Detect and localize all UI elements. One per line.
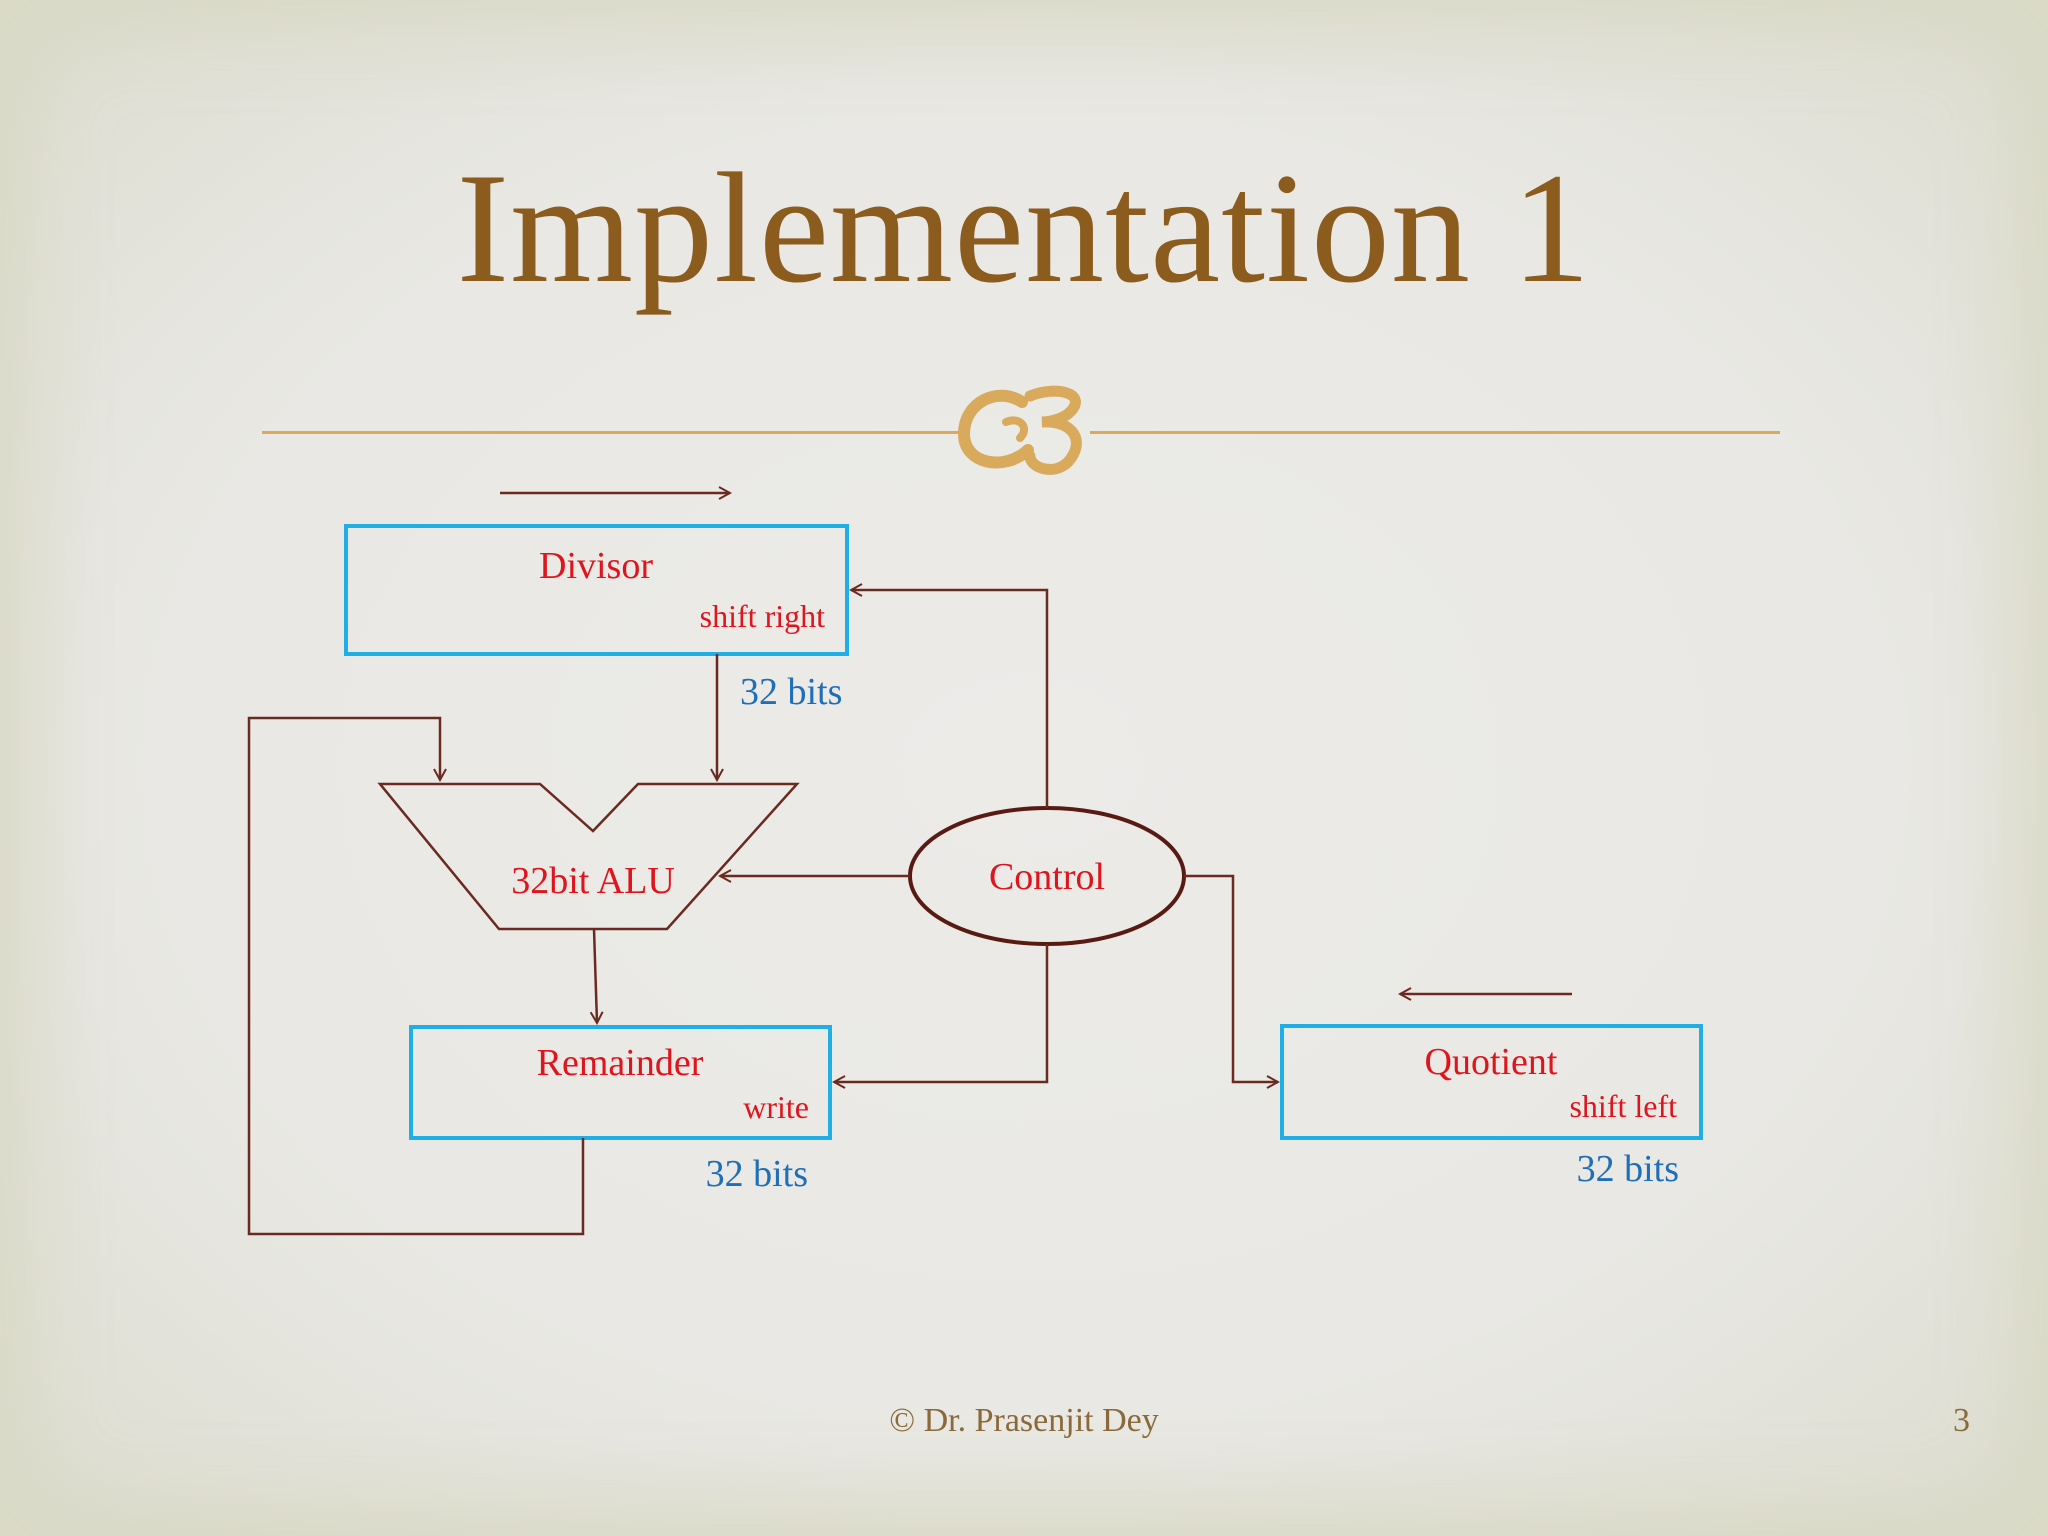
page-number: 3 <box>1910 1402 1970 1440</box>
wire-control-to-quotient <box>1184 876 1278 1082</box>
wire-remainder-feedback <box>249 718 583 1234</box>
alu-label: 32bit ALU <box>511 860 675 902</box>
quotient-width-label: 32 bits <box>1577 1148 1679 1190</box>
quotient-label: Quotient <box>1425 1041 1558 1083</box>
quotient-sub-label: shift left <box>1569 1088 1677 1124</box>
alu-shape <box>380 784 797 929</box>
wire-control-to-divisor <box>851 590 1047 808</box>
divisor-label: Divisor <box>539 545 653 587</box>
wire-control-to-remainder <box>834 944 1047 1082</box>
divisor-sub-label: shift right <box>700 598 825 634</box>
remainder-sub-label: write <box>743 1089 809 1125</box>
footer-copyright: © Dr. Prasenjit Dey <box>0 1402 2048 1440</box>
remainder-label: Remainder <box>537 1042 704 1084</box>
divisor-width-label: 32 bits <box>740 671 842 713</box>
control-label: Control <box>989 856 1105 898</box>
wire-alu-to-remainder <box>594 929 597 1023</box>
remainder-width-label: 32 bits <box>706 1153 808 1195</box>
